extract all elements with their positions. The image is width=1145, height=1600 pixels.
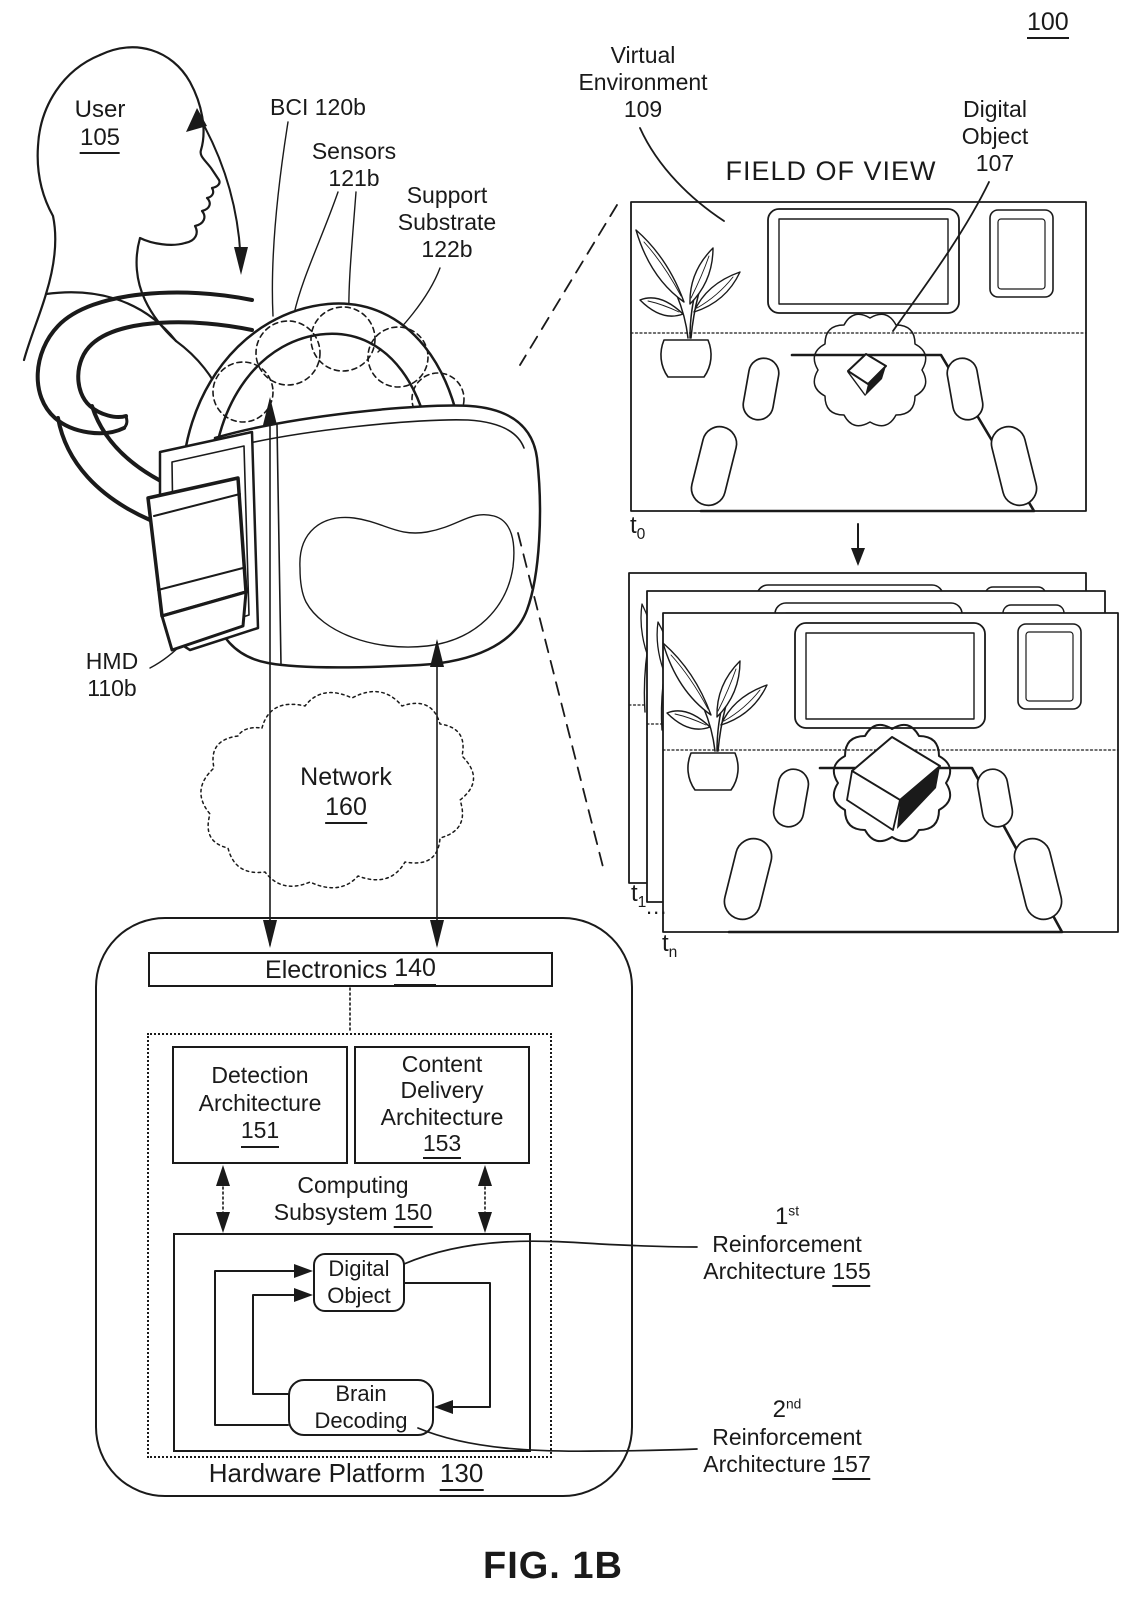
t0-label: t0 — [630, 512, 646, 543]
fov-title: FIELD OF VIEW — [725, 156, 937, 186]
plant-drawing — [635, 229, 741, 378]
chairs — [690, 357, 1038, 507]
tv-screen — [767, 208, 960, 314]
content-ref: 153 — [422, 1130, 462, 1160]
detection-line1: Detection — [211, 1062, 309, 1089]
digital-object-node-line1: Digital — [328, 1256, 390, 1282]
content-line1: Content — [401, 1050, 483, 1077]
digital-object-label: Digital Object 107 — [961, 96, 1029, 177]
detection-line2: Architecture — [198, 1089, 322, 1116]
hmd-network-arrows — [263, 397, 444, 948]
brain-decoding-line2: Decoding — [314, 1407, 408, 1433]
digital-object-node: Digital Object — [313, 1253, 405, 1312]
user-label: User 105 — [74, 96, 126, 155]
support-substrate-label: Support Substrate 122b — [397, 182, 497, 263]
electronics-ref: 140 — [394, 953, 436, 986]
user-name: User — [74, 96, 126, 123]
digital-object-cube-small — [847, 353, 887, 396]
digital-object-leader — [892, 181, 990, 332]
reinforcement-loop-box — [173, 1233, 531, 1452]
user-ref: 105 — [79, 124, 121, 155]
figure-caption: FIG. 1B — [482, 1545, 624, 1587]
sensors-label: Sensors 121b — [311, 138, 397, 192]
stack-ellipsis: ... — [646, 894, 668, 919]
brain-decoding-line1: Brain — [335, 1381, 387, 1407]
tn-label: tn — [662, 930, 678, 961]
brain-decoding-node: Brain Decoding — [288, 1379, 434, 1436]
digital-object-halo-large — [832, 723, 952, 843]
computing-subsystem-label: Computing Subsystem 150 — [274, 1172, 433, 1229]
electronics-box: Electronics 140 — [148, 952, 553, 987]
wall-picture — [989, 209, 1054, 298]
t1-label: t1 — [631, 880, 647, 911]
digital-object-halo — [813, 313, 927, 427]
user-headset-arrow — [186, 108, 248, 275]
content-line2: Delivery — [400, 1077, 484, 1104]
digital-object-node-line2: Object — [327, 1282, 391, 1308]
detection-ref: 151 — [240, 1117, 280, 1148]
second-reinforcement-label: 2nd Reinforcement Architecture 157 — [703, 1396, 871, 1481]
virtual-env-leader — [639, 127, 725, 222]
conference-table — [699, 353, 1036, 513]
first-reinforcement-label: 1st Reinforcement Architecture 155 — [703, 1203, 871, 1288]
content-line3: Architecture — [380, 1103, 504, 1130]
bci-label: BCI 120b — [270, 94, 366, 120]
figure-ref: 100 — [1027, 8, 1069, 39]
hmd-label: HMD 110b — [85, 648, 139, 702]
content-delivery-architecture-box: Content Delivery Architecture 153 — [354, 1046, 530, 1164]
projection-lines — [517, 204, 618, 868]
hardware-platform-box — [95, 917, 633, 1497]
sensor-circles — [212, 306, 465, 426]
detection-architecture-box: Detection Architecture 151 — [172, 1046, 348, 1164]
hmd-headset-drawing — [35, 290, 542, 669]
electronics-label: Electronics — [265, 955, 388, 984]
fov-frames-stack — [628, 572, 1119, 934]
label-leaders — [149, 121, 441, 669]
frame-sequence-arrow — [851, 523, 865, 566]
virtual-environment-label: Virtual Environment 109 — [578, 42, 708, 123]
network-label: Network 160 — [300, 763, 392, 824]
digital-object-cube-large — [846, 736, 941, 831]
hardware-platform-label: Hardware Platform 130 — [209, 1458, 484, 1491]
